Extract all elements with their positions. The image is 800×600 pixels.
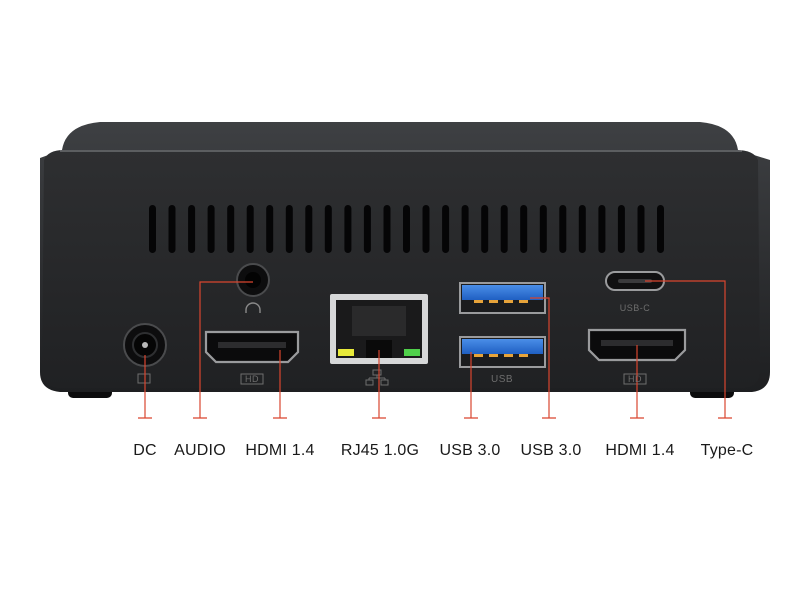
usb-port-1 <box>459 282 546 314</box>
vent-slot <box>285 205 293 253</box>
dc-jack <box>123 323 167 384</box>
callout-lines <box>138 280 732 419</box>
vent-slot <box>149 205 156 253</box>
callout-usb1 <box>464 352 478 419</box>
vent-slot <box>578 205 586 253</box>
hdmi-mark-2: HD <box>628 374 642 384</box>
usb-port-2 <box>459 336 546 368</box>
label-usb-1: USB 3.0 <box>439 442 501 459</box>
vent-slot <box>637 205 645 253</box>
usb-mark: USB <box>490 374 514 385</box>
vent-slot <box>207 205 215 253</box>
label-dc: DC <box>133 442 157 459</box>
label-audio: AUDIO <box>174 442 226 459</box>
vent-slot <box>500 205 508 253</box>
vent-slot <box>422 205 430 253</box>
vent-slot <box>266 205 274 253</box>
callout-rj45 <box>372 350 386 419</box>
callout-usb2 <box>530 297 556 419</box>
hdmi-port-1 <box>204 330 300 385</box>
hdmi-icon <box>623 373 647 385</box>
vent-slot <box>363 205 371 253</box>
audio-jack <box>236 263 270 313</box>
vent-slot <box>442 205 450 253</box>
callout-hdmi1 <box>273 350 287 419</box>
vent-slot <box>598 205 606 253</box>
vent-slot <box>617 205 625 253</box>
vent-slot <box>227 205 235 253</box>
label-hdmi-2: HDMI 1.4 <box>605 442 675 459</box>
vent-slot <box>461 205 469 253</box>
callout-hdmi2 <box>630 345 644 419</box>
vent-slot <box>481 205 489 253</box>
link-led-yellow <box>338 349 354 356</box>
usb-c-mark: USB-C <box>619 303 651 313</box>
rj45-port <box>330 294 428 386</box>
vent-slot <box>324 205 332 253</box>
vent-slot <box>403 205 410 253</box>
vent-grille <box>149 205 664 253</box>
callout-typec <box>645 280 732 419</box>
callout-audio <box>193 281 253 419</box>
vent-slot <box>344 205 352 253</box>
headphone-icon <box>245 302 261 313</box>
label-hdmi-1: HDMI 1.4 <box>245 442 315 459</box>
network-icon <box>365 369 389 386</box>
vent-slot <box>383 205 391 253</box>
hdmi-mark-1: HD <box>245 374 259 384</box>
callout-dc <box>138 355 152 419</box>
vent-slot <box>305 205 313 253</box>
vent-slot <box>539 205 547 253</box>
hdmi-icon <box>240 373 264 385</box>
label-usb-2: USB 3.0 <box>520 442 582 459</box>
vent-slot <box>520 205 528 253</box>
vent-slot <box>188 205 196 253</box>
vent-slot <box>559 205 567 253</box>
link-led-green <box>404 349 420 356</box>
vent-slot <box>657 205 664 253</box>
vent-slot <box>246 205 254 253</box>
power-icon <box>137 373 151 384</box>
label-rj45: RJ45 1.0G <box>340 442 420 459</box>
vent-slot <box>168 205 176 253</box>
label-type-c: Type-C <box>700 442 754 459</box>
